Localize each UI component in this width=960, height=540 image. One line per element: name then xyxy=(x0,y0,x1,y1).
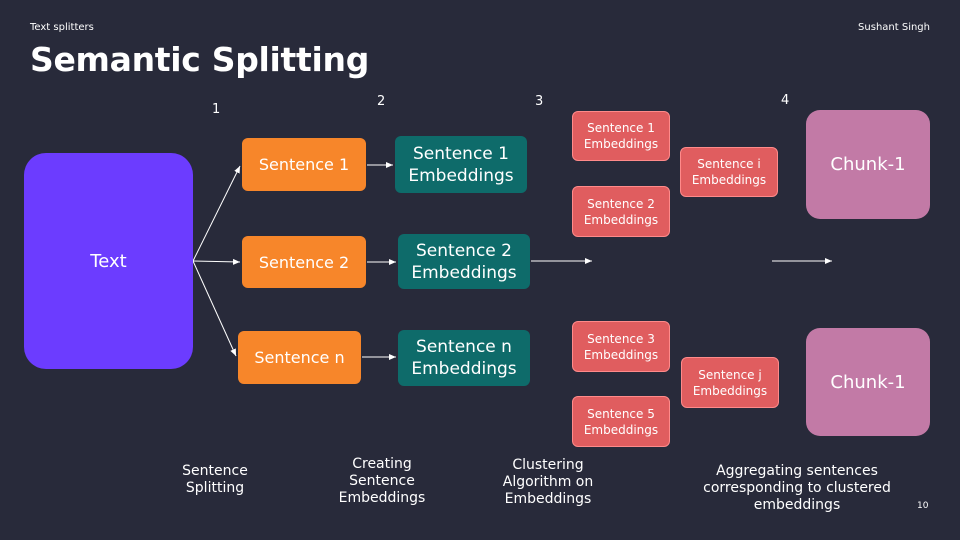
cluster-label: Embeddings xyxy=(583,347,659,362)
caption-line: Creating xyxy=(352,456,412,472)
cluster-label: Embeddings xyxy=(583,137,659,151)
caption-line: corresponding to clustered xyxy=(703,480,891,496)
step-number-3: 3 xyxy=(535,94,544,109)
caption-line: Splitting xyxy=(185,480,245,496)
caption-aggregating: Aggregating sentences corresponding to c… xyxy=(682,463,912,514)
sentence-1-box: Sentence 1 xyxy=(242,138,366,191)
cluster-label: Sentence 5 xyxy=(587,406,655,421)
caption-line: embeddings xyxy=(753,497,841,513)
cluster-label: Embeddings xyxy=(583,212,659,227)
step-number-4: 4 xyxy=(781,93,790,108)
embedding-label: Sentence 1 xyxy=(413,143,509,164)
caption-line: Sentence xyxy=(182,463,248,479)
author-label: Sushant Singh xyxy=(858,22,930,33)
caption-line: Sentence xyxy=(349,473,415,489)
section-label: Text splitters xyxy=(30,22,94,33)
embedding-label: Sentence n xyxy=(416,337,512,357)
caption-line: Aggregating sentences xyxy=(716,463,878,479)
step-number-1: 1 xyxy=(212,102,221,117)
arrow-text-to-sentence-2 xyxy=(192,258,241,265)
embedding-label: Sentence 2 xyxy=(416,240,512,261)
cluster-label: Sentence j xyxy=(698,367,762,382)
cluster-label: Sentence 2 xyxy=(587,196,655,211)
cluster-label: Embeddings xyxy=(692,383,768,398)
sentence-2-box: Sentence 2 xyxy=(242,236,366,288)
chunk-top-box: Chunk-1 xyxy=(806,110,930,219)
caption-line: Embeddings xyxy=(338,490,426,506)
embedding-label: Embeddings xyxy=(411,359,517,379)
arrow-text-to-sentence-1 xyxy=(192,165,241,262)
caption-line: Embeddings xyxy=(504,491,592,507)
embedding-label: Embeddings xyxy=(411,262,517,283)
embedding-label: Embeddings xyxy=(408,165,514,186)
chunk-bottom-box: Chunk-1 xyxy=(806,328,930,436)
arrow-text-to-sentence-n xyxy=(192,260,237,357)
cluster-label: Sentence i xyxy=(697,157,761,171)
caption-clustering: Clustering Algorithm on Embeddings xyxy=(478,457,618,508)
step-number-2: 2 xyxy=(377,94,386,109)
cluster-label: Sentence 1 xyxy=(587,121,655,135)
cluster-top-aggregate: Sentence i Embeddings xyxy=(680,147,778,197)
cluster-label: Embeddings xyxy=(691,173,767,187)
text-source-box: Text xyxy=(24,153,193,369)
cluster-label: Embeddings xyxy=(583,422,659,437)
page-title: Semantic Splitting xyxy=(30,40,370,79)
cluster-label: Sentence 3 xyxy=(587,331,655,346)
caption-creating-embeddings: Creating Sentence Embeddings xyxy=(322,456,442,507)
caption-line: Algorithm on xyxy=(502,474,594,490)
caption-line: Clustering xyxy=(512,457,584,473)
caption-sentence-splitting: Sentence Splitting xyxy=(155,463,275,497)
sentence-n-box: Sentence n xyxy=(238,331,361,384)
page-number: 10 xyxy=(917,501,929,511)
cluster-top-sentence-1: Sentence 1 Embeddings xyxy=(572,111,670,161)
